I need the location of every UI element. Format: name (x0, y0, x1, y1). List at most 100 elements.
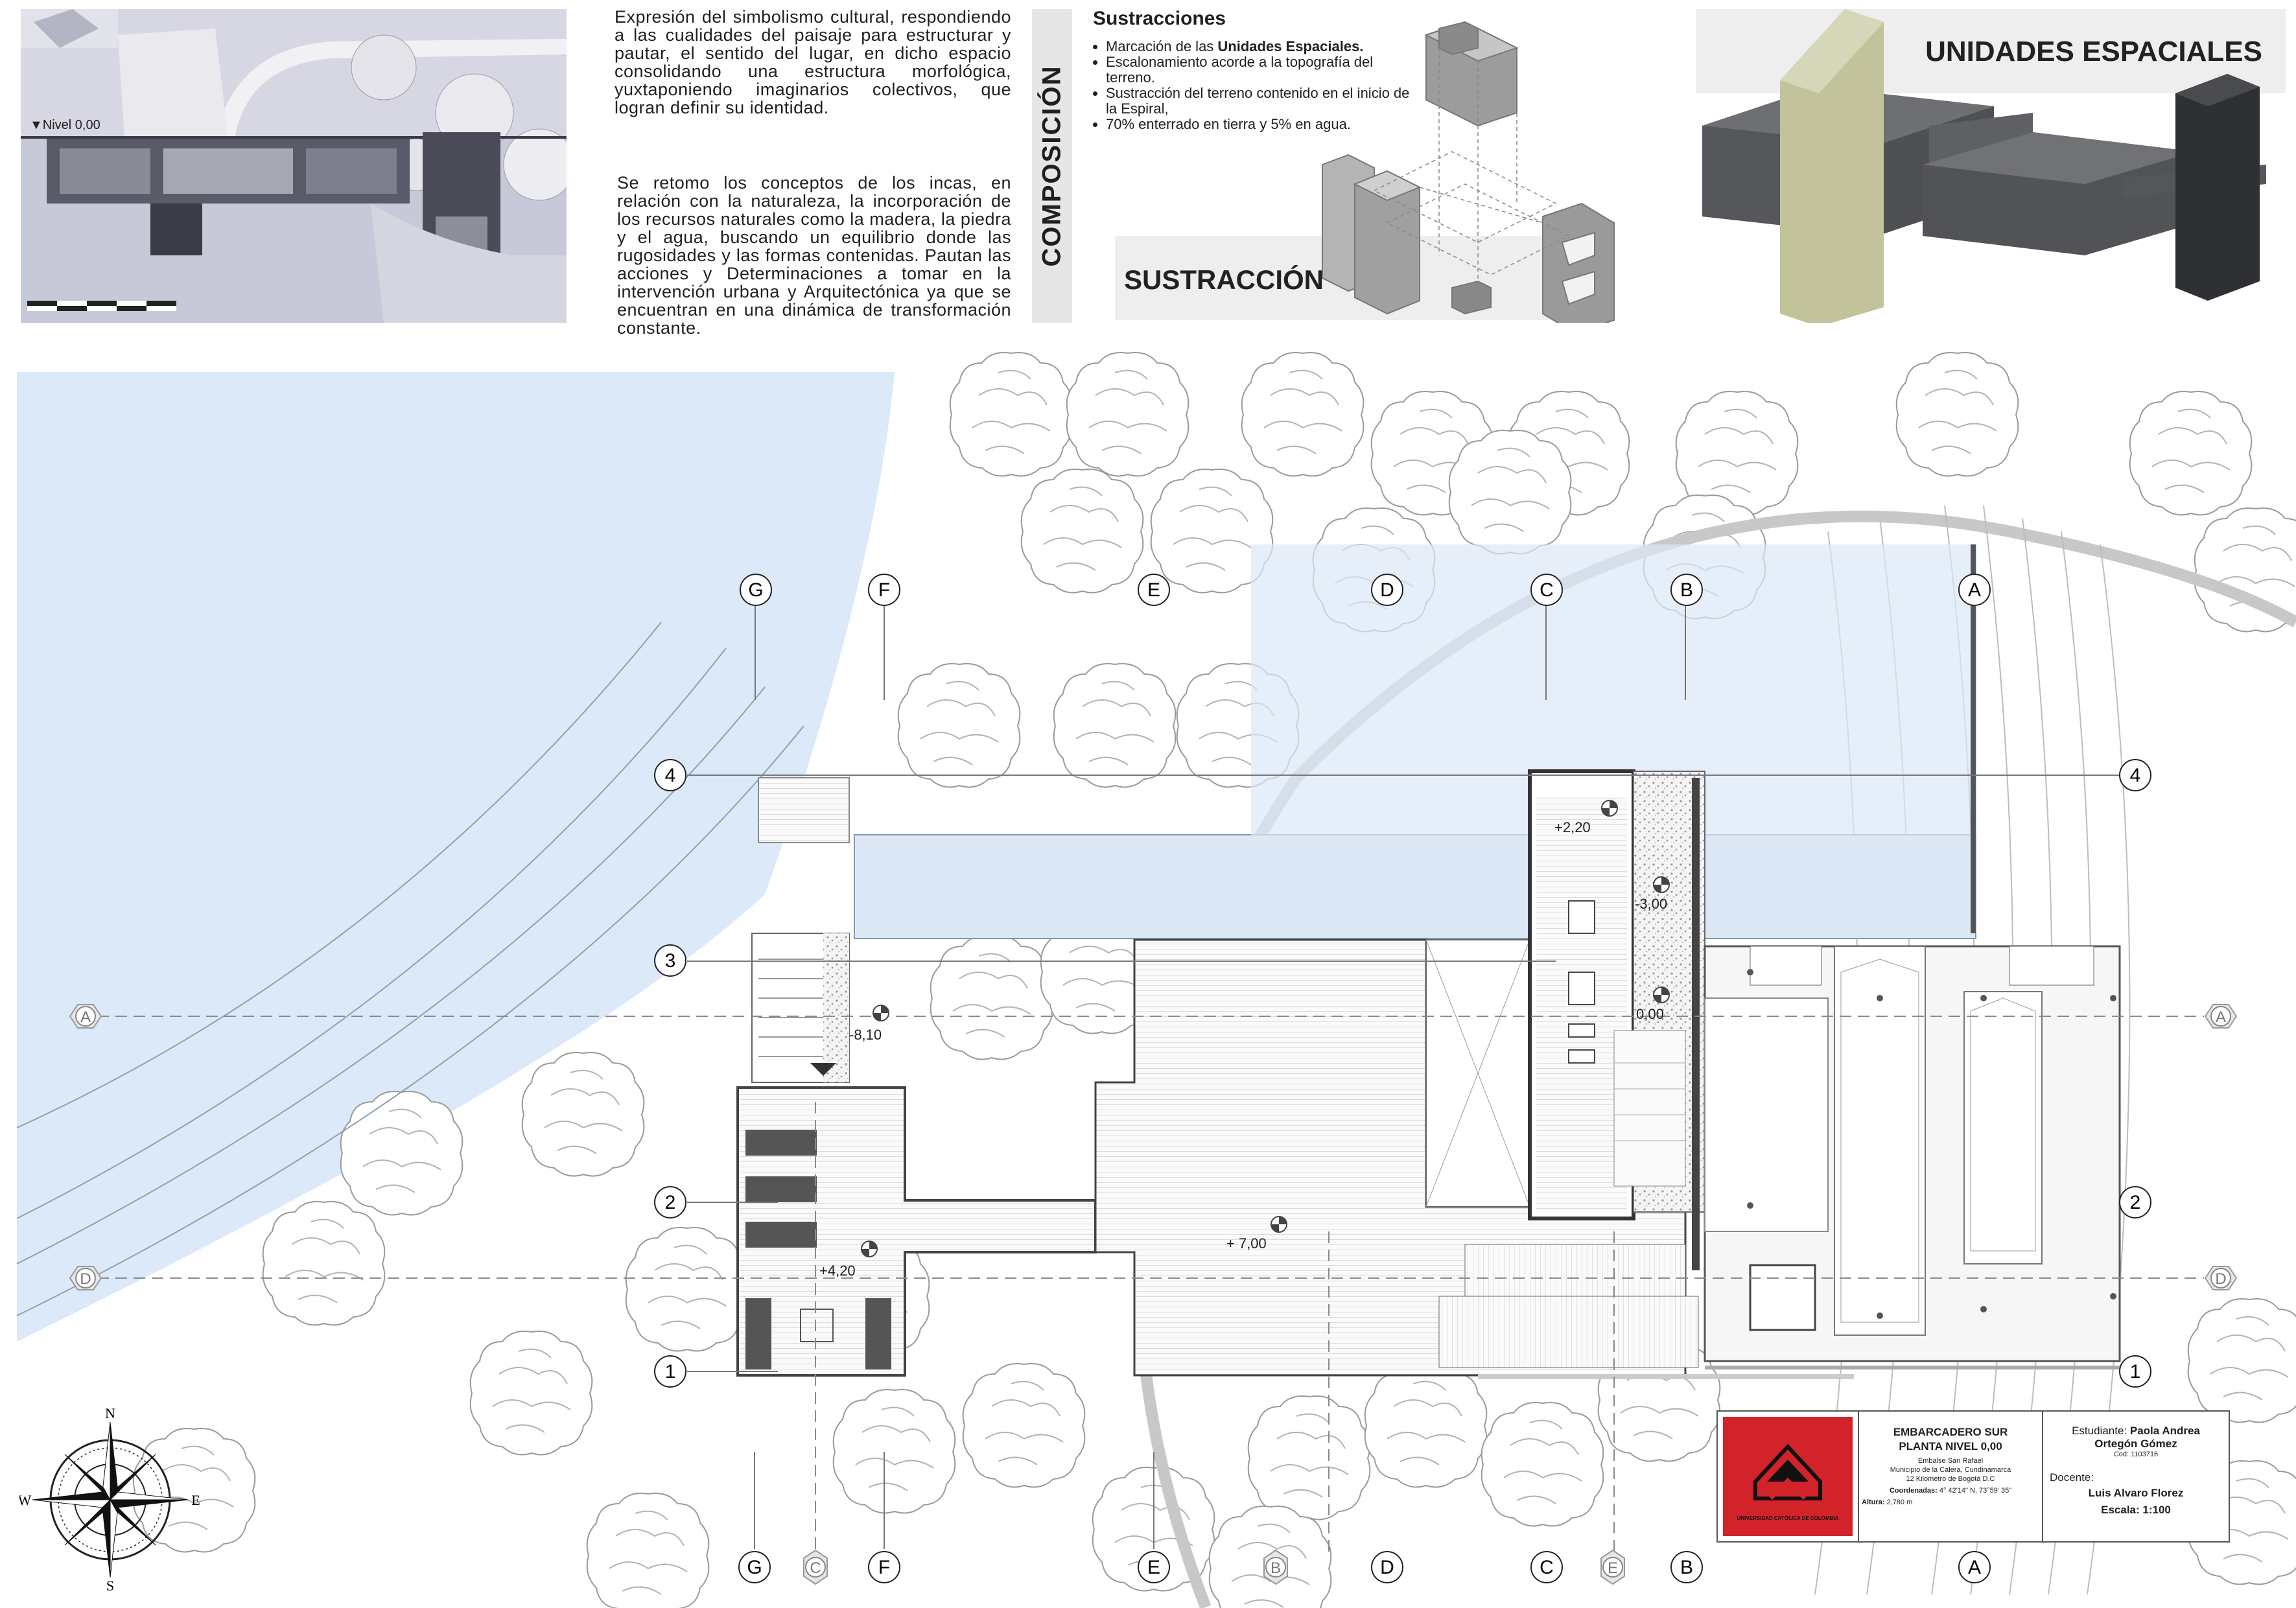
grid-bubble: 3 (653, 944, 687, 981)
building-plan (736, 769, 2121, 1379)
spatial-units-panel: UNIDADES ESPACIALES (1696, 9, 2286, 327)
level-symbol (1600, 798, 1619, 821)
section-marker: D (2203, 1263, 2239, 1297)
svg-text:F: F (878, 1557, 890, 1578)
list-item: Escalonamiento acorde a la topografía de… (1106, 54, 1423, 86)
level-symbol (1269, 1215, 1289, 1237)
svg-text:3: 3 (665, 950, 676, 972)
grid-bubble: C (1530, 573, 1564, 610)
section-marker: C (797, 1549, 834, 1589)
svg-text:C: C (1540, 1557, 1554, 1578)
list-item: 70% enterrado en tierra y 5% en agua. (1106, 117, 1423, 132)
svg-text:A: A (1968, 1557, 1981, 1578)
composition-title: COMPOSICIÓN (1037, 65, 1066, 267)
subtraction-diagram: SUSTRACCIÓN (1115, 9, 1646, 334)
svg-text:N: N (105, 1405, 115, 1421)
level-label: -8,10 (849, 1027, 882, 1043)
place-line: 12 Kilometro de Bogotá D.C (1906, 1475, 1995, 1483)
section-marker: E (1595, 1549, 1631, 1589)
project-name: EMBARCADERO SUR (1893, 1426, 2008, 1438)
grid-bubble: 4 (653, 758, 687, 795)
student-surname: Ortegón Gómez (2094, 1438, 2177, 1450)
svg-text:1: 1 (2130, 1361, 2141, 1382)
svg-text:D: D (1380, 1557, 1394, 1578)
svg-text:E: E (1147, 1557, 1160, 1578)
svg-text:C: C (1540, 579, 1554, 601)
svg-text:F: F (878, 579, 890, 601)
svg-text:A: A (80, 1008, 91, 1026)
grid-bubble: C (1530, 1550, 1564, 1587)
subtractions-heading: Sustracciones (1093, 8, 1226, 29)
level-label: + 7,00 (1226, 1235, 1267, 1252)
grid-bubble: 2 (653, 1185, 687, 1222)
subtractions-list: Marcación de las Unidades Espaciales. Es… (1094, 39, 1423, 132)
grid-bubble: E (1137, 1550, 1171, 1587)
grid-bubble: 1 (653, 1355, 687, 1392)
svg-text:S: S (106, 1578, 114, 1592)
svg-text:B: B (1680, 579, 1693, 601)
grid-bubble: A (1958, 573, 1991, 610)
list-item: Sustracción del terreno contenido en el … (1106, 86, 1423, 117)
intro-paragraph-2: Se retomo los conceptos de los incas, en… (617, 173, 1011, 338)
level-label: -3,00 (1635, 896, 1668, 912)
grid-bubble: A (1958, 1550, 1991, 1587)
sheet-name: PLANTA NIVEL 0,00 (1899, 1440, 2002, 1452)
section-marker: A (2203, 1001, 2239, 1035)
svg-text:G: G (748, 579, 763, 601)
coords-value: 4° 42'14" N, 73°59' 35" (1939, 1487, 2012, 1495)
list-item: Marcación de las Unidades Espaciales. (1106, 39, 1423, 54)
grid-bubble: 4 (2118, 758, 2152, 795)
student-name: Paola Andrea (2129, 1425, 2200, 1437)
svg-text:B: B (1680, 1557, 1693, 1578)
place-line: Municipio de la Calera, Cundinamarca (1890, 1466, 2011, 1474)
subtraction-label: SUSTRACCIÓN (1124, 264, 1324, 295)
teacher-name: Luis Alvaro Florez (2088, 1487, 2184, 1499)
grid-bubble: D (1370, 1550, 1404, 1587)
water-body (17, 372, 895, 1342)
section-marker: D (67, 1263, 104, 1297)
grid-bubble: D (1370, 573, 1404, 610)
altitude-value: 2,780 m (1886, 1498, 1913, 1506)
svg-text:4: 4 (665, 765, 676, 786)
grid-bubble: G (739, 573, 773, 610)
student-label: Estudiante: (2072, 1425, 2127, 1437)
level-symbol (1652, 985, 1671, 1008)
level-symbol (871, 1003, 891, 1026)
svg-text:C: C (810, 1559, 821, 1577)
svg-text:4: 4 (2130, 765, 2141, 786)
level-label: 0,00 (1636, 1006, 1664, 1022)
level-symbol (1652, 875, 1671, 898)
svg-text:2: 2 (2130, 1192, 2141, 1213)
svg-text:B: B (1271, 1559, 1281, 1577)
svg-text:A: A (2216, 1008, 2226, 1026)
section-level-label: ▼Nivel 0,00 (30, 118, 100, 132)
grid-bubble: F (867, 1550, 901, 1587)
grid-bubble: F (867, 573, 901, 610)
grid-bubble: B (1670, 573, 1704, 610)
grid-lines (687, 603, 2139, 1549)
teacher-label: Docente: (2050, 1471, 2094, 1484)
scale-label: Escala: 1:100 (2101, 1504, 2171, 1516)
grid-bubble: B (1670, 1550, 1704, 1587)
altitude-label: Altura: (1862, 1498, 1885, 1506)
section-marker: A (67, 1001, 104, 1035)
intro-paragraph-1: Expresión del simbolismo cultural, respo… (615, 7, 1011, 117)
svg-text:W: W (19, 1492, 32, 1508)
section-render: ▼Nivel 0,00 (21, 9, 567, 323)
svg-text:D: D (2215, 1270, 2226, 1288)
grid-bubble: E (1137, 573, 1171, 610)
grid-bubble: 1 (2118, 1355, 2152, 1392)
section-drawing (21, 9, 567, 323)
grid-bubble: G (738, 1550, 771, 1587)
grid-bubble: 2 (2118, 1185, 2152, 1222)
svg-text:G: G (747, 1557, 762, 1578)
svg-text:D: D (1380, 579, 1394, 601)
title-block: UNIVERSIDAD CATÓLICA DE COLOMBIA EMBARCA… (1716, 1410, 2230, 1543)
svg-text:E: E (1147, 579, 1160, 601)
student-code: Cod: 1103716 (2113, 1451, 2159, 1458)
svg-text:A: A (1968, 579, 1981, 601)
coords-label: Coordenadas: (1889, 1487, 1938, 1495)
place-line: Embalse San Rafael (1917, 1457, 1984, 1465)
level-label: +2,20 (1554, 819, 1591, 835)
level-label: +4,20 (819, 1263, 856, 1279)
